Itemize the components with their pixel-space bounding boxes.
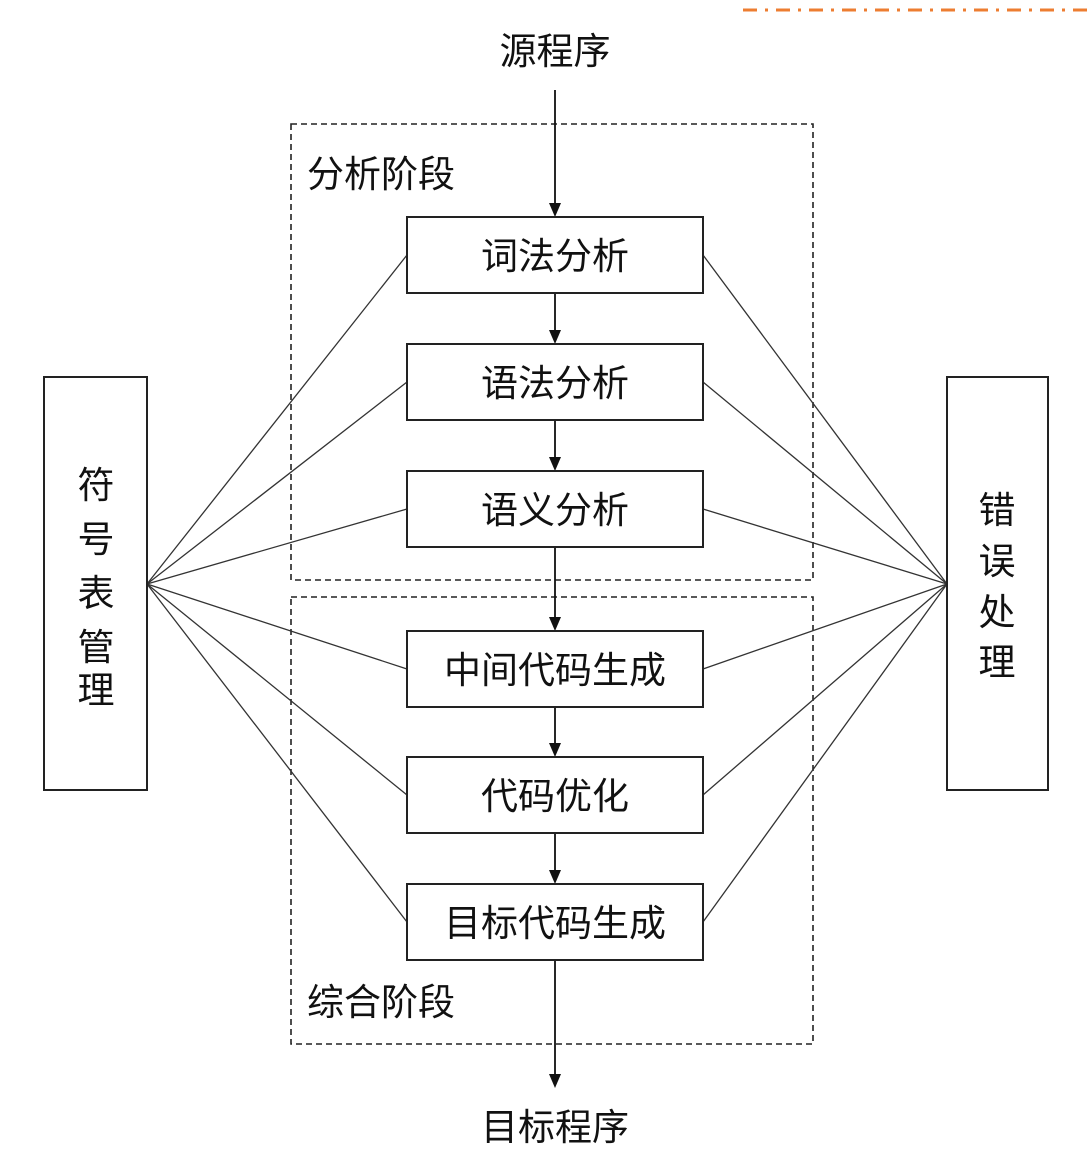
target-program-label: 目标程序 bbox=[481, 1106, 629, 1149]
symbol-table-box: 符 号 表 管 理 bbox=[43, 376, 148, 791]
arrowhead-icon bbox=[549, 617, 561, 631]
error-handling-char: 错 bbox=[979, 489, 1016, 532]
stage-syntax: 语法分析 bbox=[406, 343, 704, 421]
symbol-table-link-lexical bbox=[146, 254, 408, 585]
stage-label: 语义分析 bbox=[481, 489, 629, 532]
stage-codegen: 目标代码生成 bbox=[406, 883, 704, 961]
flow-arrow-lexical-to-syntax bbox=[549, 293, 561, 344]
symbol-table-link-ir bbox=[146, 583, 408, 670]
synthesis-phase-label: 综合阶段 bbox=[307, 981, 455, 1024]
symbol-table-char: 管 bbox=[78, 626, 115, 669]
arrowhead-icon bbox=[549, 1074, 561, 1088]
symbol-table-char: 表 bbox=[78, 572, 115, 615]
flow-arrow-optimize-to-codegen bbox=[549, 833, 561, 884]
stage-ir: 中间代码生成 bbox=[406, 630, 704, 708]
analysis-phase-label: 分析阶段 bbox=[307, 153, 455, 196]
stage-label: 代码优化 bbox=[481, 775, 629, 818]
error-handling-link-semantic bbox=[702, 508, 948, 585]
stage-label: 语法分析 bbox=[481, 362, 629, 405]
error-handling-char: 理 bbox=[979, 641, 1016, 684]
analysis-phase-frame bbox=[290, 123, 814, 581]
stage-semantic: 语义分析 bbox=[406, 470, 704, 548]
flow-arrow-codegen-to-target bbox=[549, 960, 561, 1088]
symbol-table-char: 号 bbox=[78, 518, 115, 561]
synthesis-phase-frame bbox=[290, 596, 814, 1045]
flow-arrow-source-to-lexical bbox=[549, 90, 561, 217]
symbol-table-char: 符 bbox=[78, 464, 115, 507]
symbol-table-char: 理 bbox=[78, 669, 115, 712]
stage-lexical: 词法分析 bbox=[406, 216, 704, 294]
arrowhead-icon bbox=[549, 870, 561, 884]
arrowhead-icon bbox=[549, 743, 561, 757]
stage-label: 目标代码生成 bbox=[444, 902, 666, 945]
stage-optimize: 代码优化 bbox=[406, 756, 704, 834]
error-handling-link-codegen bbox=[702, 583, 948, 923]
error-handling-char: 处 bbox=[979, 591, 1016, 634]
error-handling-link-syntax bbox=[702, 381, 948, 585]
error-handling-char: 误 bbox=[979, 540, 1016, 583]
arrowhead-icon bbox=[549, 457, 561, 471]
error-handling-link-ir bbox=[702, 583, 948, 670]
flow-arrow-semantic-to-ir bbox=[549, 547, 561, 631]
flow-arrow-syntax-to-semantic bbox=[549, 420, 561, 471]
symbol-table-link-syntax bbox=[146, 381, 408, 585]
error-handling-box: 错 误 处 理 bbox=[946, 376, 1049, 791]
symbol-table-link-optimize bbox=[146, 583, 408, 796]
arrowhead-icon bbox=[549, 330, 561, 344]
flow-arrow-ir-to-optimize bbox=[549, 707, 561, 757]
stage-label: 中间代码生成 bbox=[444, 649, 666, 692]
arrowhead-icon bbox=[549, 203, 561, 217]
error-handling-link-lexical bbox=[702, 254, 948, 585]
source-program-label: 源程序 bbox=[500, 30, 611, 73]
symbol-table-link-semantic bbox=[146, 508, 408, 585]
error-handling-link-optimize bbox=[702, 583, 948, 796]
symbol-table-link-codegen bbox=[146, 583, 408, 923]
stage-label: 词法分析 bbox=[481, 235, 629, 278]
